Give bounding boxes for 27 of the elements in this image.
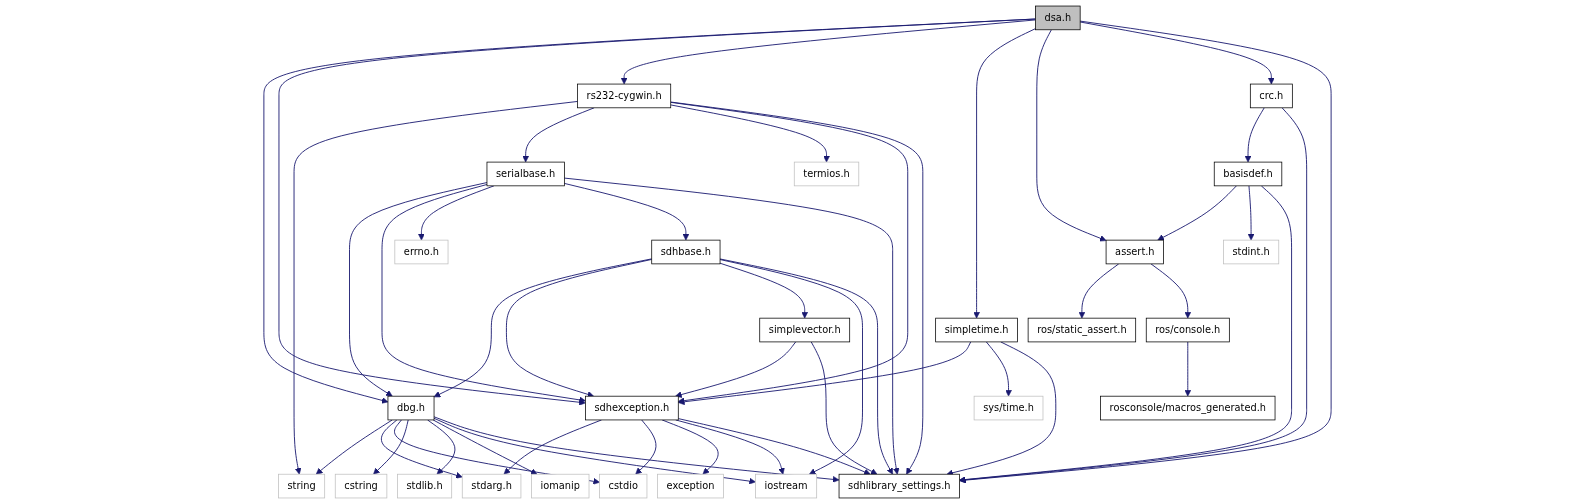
node-box: rs232-cygwin.h xyxy=(577,83,672,109)
node-box: basisdef.h xyxy=(1213,161,1283,187)
node-box: simpletime.h xyxy=(935,317,1018,343)
node-box: assert.h xyxy=(1105,239,1164,265)
node-box: ros/static_assert.h xyxy=(1027,317,1137,343)
node-box: exception xyxy=(657,473,724,499)
node-box: cstdio xyxy=(599,473,648,499)
node-box: cstring xyxy=(334,473,388,499)
node-box: stdint.h xyxy=(1223,239,1280,265)
node-box: dsa.h xyxy=(1035,5,1081,31)
node-box: dbg.h xyxy=(387,395,435,421)
node-box: sys/time.h xyxy=(973,395,1044,421)
node-box: termios.h xyxy=(793,161,860,187)
node-box: stdlib.h xyxy=(397,473,453,499)
node-box: serialbase.h xyxy=(486,161,565,187)
node-box: sdhlibrary_settings.h xyxy=(838,473,960,499)
node-box: iostream xyxy=(755,473,818,499)
node-box: crc.h xyxy=(1249,83,1293,109)
node-box: iomanip xyxy=(531,473,590,499)
node-box: string xyxy=(278,473,326,499)
node-box: rosconsole/macros_generated.h xyxy=(1100,395,1276,421)
node-box: errno.h xyxy=(394,239,449,265)
node-box: ros/console.h xyxy=(1145,317,1230,343)
node-box: stdarg.h xyxy=(461,473,522,499)
node-box: sdhbase.h xyxy=(651,239,721,265)
node-box: sdhexception.h xyxy=(585,395,679,421)
node-box: simplevector.h xyxy=(759,317,851,343)
